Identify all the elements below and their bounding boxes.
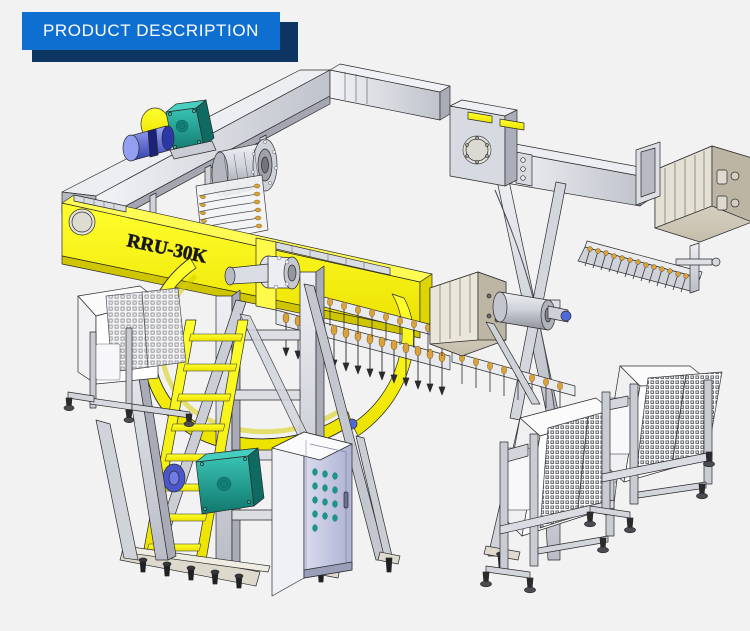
nozzle-manifold-upper bbox=[319, 295, 453, 356]
drive-motor-gearbox-top bbox=[122, 99, 217, 162]
foreground-rail bbox=[485, 321, 541, 405]
overhead-beam-rear bbox=[329, 63, 451, 121]
mesh-panel-cart-right-b bbox=[584, 365, 723, 534]
roller-conveyor-table bbox=[577, 240, 721, 294]
diagonal-strut-right bbox=[355, 435, 401, 573]
finned-end-block bbox=[654, 145, 750, 243]
ring-right-arc bbox=[351, 293, 414, 437]
electrical-control-cabinet bbox=[271, 431, 353, 597]
right-rear-beam bbox=[499, 142, 651, 207]
product-description-banner: PRODUCT DESCRIPTION bbox=[22, 12, 298, 62]
end-block-flange bbox=[635, 141, 661, 206]
banner-title: PRODUCT DESCRIPTION bbox=[42, 21, 260, 40]
yellow-accent-strips bbox=[467, 111, 525, 131]
beam-top-rail bbox=[73, 194, 391, 276]
base-gearbox-teal bbox=[162, 447, 265, 515]
rear-cross-beam bbox=[449, 99, 518, 187]
mid-finned-block bbox=[429, 271, 507, 357]
mesh-panel-cart-left bbox=[63, 285, 195, 427]
shaft-coupling-bearing bbox=[224, 255, 301, 290]
center-roller bbox=[492, 291, 572, 331]
banner-plate: PRODUCT DESCRIPTION bbox=[22, 12, 280, 50]
